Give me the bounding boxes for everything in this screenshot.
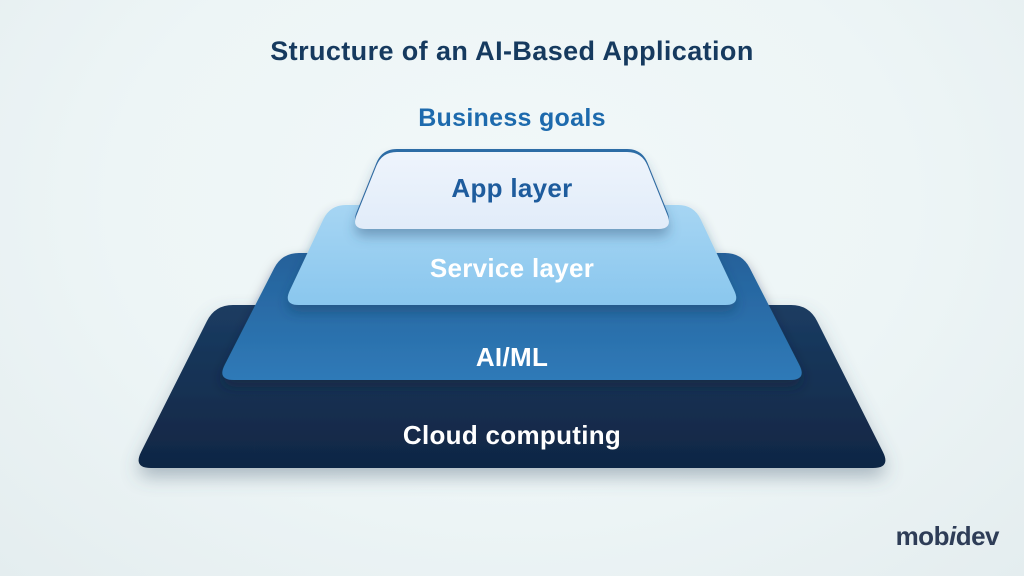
- service-layer-shape: [287, 205, 737, 305]
- mobidev-logo: mobidev: [895, 521, 1000, 551]
- app-layer-shape: [355, 152, 669, 229]
- ai-ml-layer-label: AI/ML: [475, 342, 549, 372]
- mobidev-logo-prefix: mob: [895, 521, 950, 551]
- cloud-layer-label: Cloud computing: [402, 420, 622, 450]
- app-layer-label: App layer: [451, 173, 573, 203]
- diagram-title: Structure of an AI-Based Application: [270, 36, 754, 66]
- mobidev-logo-suffix: dev: [955, 521, 1000, 551]
- mobidev-logo-accent-i: i: [948, 521, 956, 551]
- pyramid-caption-business-goals: Business goals: [418, 104, 606, 132]
- service-layer-label: Service layer: [429, 253, 595, 283]
